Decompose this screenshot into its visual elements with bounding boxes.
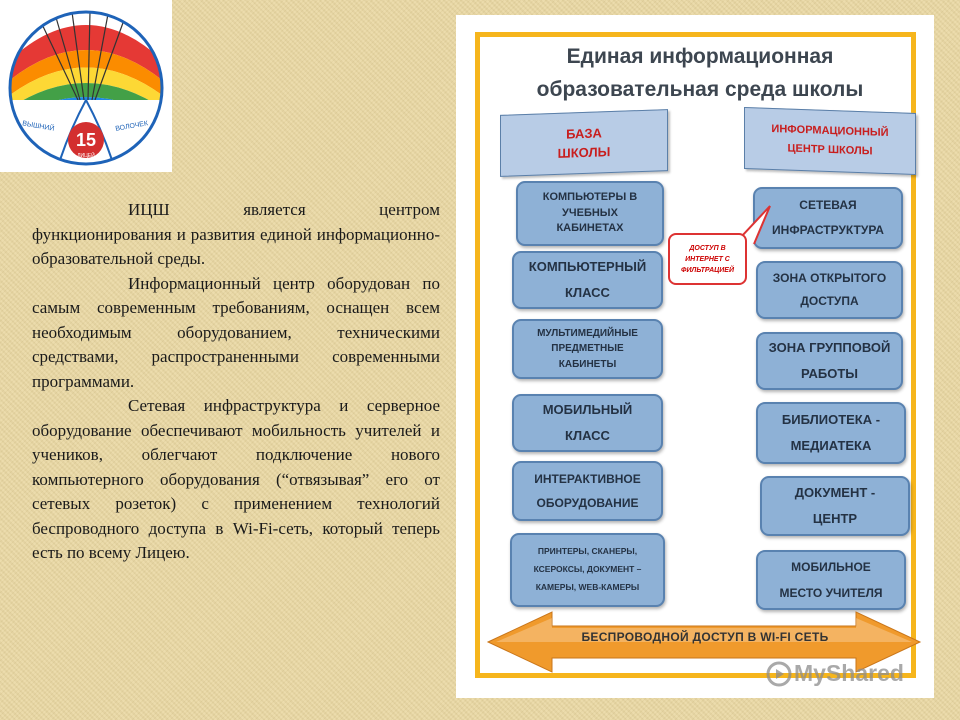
right-box-1: СЕТЕВАЯ ИНФРАСТРУКТУРА: [753, 187, 903, 249]
school-base-banner-line1: БАЗА: [566, 125, 602, 142]
school-base-banner: БАЗА ШКОЛЫ: [500, 109, 668, 177]
lyceum-emblem-icon: 15 ЛИЦЕЙ ВЫШНИЙ ВОЛОЧЕК: [8, 10, 164, 166]
right-box-2: ЗОНА ОТКРЫТОГО ДОСТУПА: [756, 261, 903, 319]
right-box-4: БИБЛИОТЕКА - МЕДИАТЕКА: [756, 402, 906, 464]
watermark: MyShared: [766, 660, 904, 687]
left-box-3: МУЛЬТИМЕДИЙНЫЕ ПРЕДМЕТНЫЕ КАБИНЕТЫ: [512, 319, 663, 379]
left-box-4: МОБИЛЬНЫЙ КЛАСС: [512, 394, 663, 452]
info-center-banner: ИНФОРМАЦИОННЫЙ ЦЕНТР ШКОЛЫ: [744, 106, 916, 176]
logo-label: ЛИЦЕЙ: [77, 151, 95, 159]
right-box-3: ЗОНА ГРУППОВОЙ РАБОТЫ: [756, 332, 903, 390]
right-box-5: ДОКУМЕНТ - ЦЕНТР: [760, 476, 910, 536]
double-arrow-icon: [486, 611, 922, 673]
left-box-5: ИНТЕРАКТИВНОЕ ОБОРУДОВАНИЕ: [512, 461, 663, 521]
description-text: ИЦШ является центром функционирования и …: [32, 198, 440, 566]
diagram-title: Единая информационная образовательная ср…: [490, 40, 910, 106]
left-box-2: КОМПЬЮТЕРНЫЙ КЛАСС: [512, 251, 663, 309]
paragraph-3: Сетевая инфраструктура и серверное обору…: [32, 396, 440, 562]
left-box-1: КОМПЬЮТЕРЫ В УЧЕБНЫХ КАБИНЕТАХ: [516, 181, 664, 246]
right-box-6: МОБИЛЬНОЕ МЕСТО УЧИТЕЛЯ: [756, 550, 906, 610]
internet-filter-callout: ДОСТУП В ИНТЕРНЕТ С ФИЛЬТРАЦИЕЙ: [668, 233, 747, 285]
school-logo: 15 ЛИЦЕЙ ВЫШНИЙ ВОЛОЧЕК: [0, 0, 172, 172]
watermark-text: MyShared: [794, 660, 904, 686]
paragraph-1: ИЦШ является центром функционирования и …: [32, 200, 440, 268]
paragraph-2: Информационный центр оборудован по самым…: [32, 273, 440, 391]
wifi-arrow-label: БЕСПРОВОДНОЙ ДОСТУП В WI-FI СЕТЬ: [581, 630, 829, 644]
callout-pointer-icon: [742, 205, 771, 245]
info-center-banner-line2: ЦЕНТР ШКОЛЫ: [787, 142, 873, 158]
diagram-title-line1: Единая информационная: [566, 45, 834, 68]
diagram-title-line2: образовательная среда школы: [536, 78, 864, 101]
play-icon: [766, 661, 792, 686]
left-box-6: ПРИНТЕРЫ, СКАНЕРЫ, КСЕРОКСЫ, ДОКУМЕНТ – …: [510, 533, 665, 607]
logo-number: 15: [76, 130, 96, 150]
diagram-frame: [475, 32, 916, 678]
school-base-banner-line2: ШКОЛЫ: [557, 144, 611, 161]
